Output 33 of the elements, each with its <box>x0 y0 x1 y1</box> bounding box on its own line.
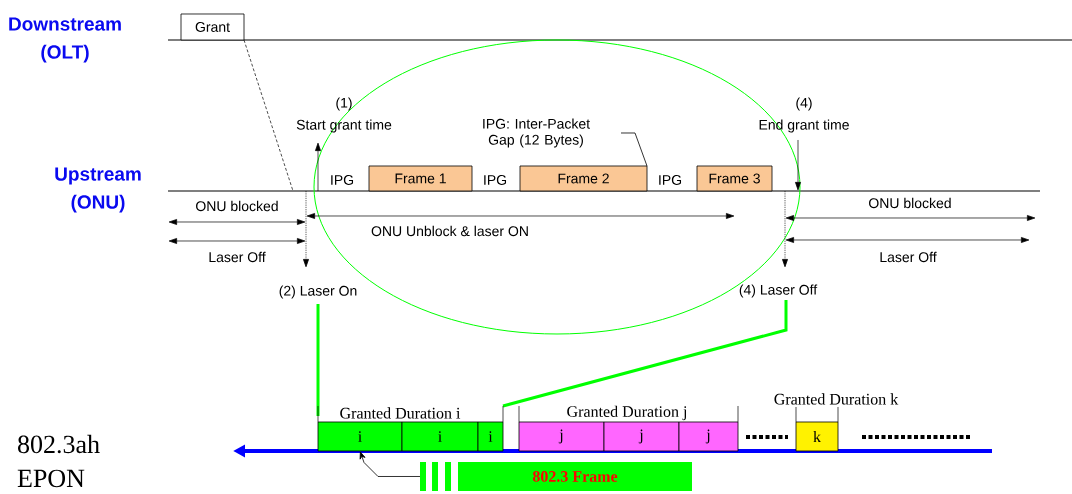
slot-cell: k <box>795 421 839 452</box>
slot-cell: j <box>678 421 739 452</box>
slot-cell: j <box>518 421 605 452</box>
step-number: (4) <box>796 97 812 111</box>
leader-line <box>620 132 648 167</box>
event-label: (4) Laser Off <box>739 284 818 298</box>
event-label: End grant time <box>759 119 849 133</box>
standard-label: 802.3ah EPON <box>17 434 100 488</box>
arrow <box>359 451 421 477</box>
duration-label: Granted Duration j <box>567 405 687 421</box>
slot-cell: j <box>603 421 680 452</box>
gap-label: IPG <box>331 175 353 185</box>
state-label: Laser Off <box>209 251 266 263</box>
frame-box: Frame 2 <box>519 165 648 192</box>
step-number: (1) <box>336 97 352 111</box>
state-label: Laser Off <box>880 251 937 263</box>
gap-label: IPG <box>484 175 506 185</box>
note-text: IPG: Inter-Packet Gap (12 Bytes) <box>483 118 590 148</box>
state-label: ONU blocked <box>196 200 278 212</box>
duration-label: Granted Duration k <box>774 393 899 405</box>
event-label: Start grant time <box>296 119 392 133</box>
slot-cell: i <box>477 421 504 452</box>
gap-label: IPG <box>659 175 681 185</box>
stream-heading: Upstream (ONU) <box>55 167 141 213</box>
event-label: (2) Laser On <box>279 285 357 299</box>
grant-box: Grant <box>180 13 245 41</box>
state-label: ONU blocked <box>869 197 951 209</box>
frame-box: Frame 3 <box>696 165 773 192</box>
stream-heading: Downstream (OLT) <box>9 17 121 63</box>
slot-cell: i <box>317 421 403 452</box>
state-label: ONU Unblock & laser ON <box>371 225 528 237</box>
frame-box: Frame 1 <box>368 165 473 192</box>
duration-label: Granted Duration i <box>340 407 461 419</box>
